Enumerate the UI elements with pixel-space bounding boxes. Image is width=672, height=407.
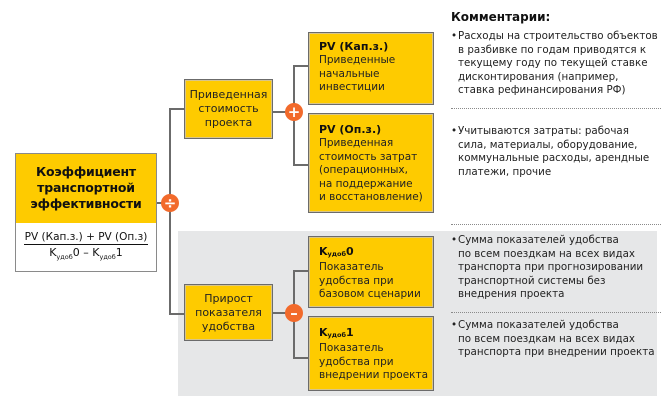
pv-project-line-3: проекта (204, 116, 253, 129)
coefficient-formula: PV (Кап.з.) + PV (Оп.з) Kудоб0 – Kудоб1 (16, 225, 156, 271)
pv-operating-box: PV (Оп.з.) Приведенная стоимость затрат … (308, 113, 434, 213)
divide-operator-icon: ÷ (161, 194, 179, 212)
comment-k-project-line-2: по всем поездкам на всех видах (458, 332, 635, 345)
k-baseline-line-2: удобства при (319, 274, 394, 287)
k-baseline-line-1: Показатель (319, 261, 384, 273)
connector-conv-fork-bottom (293, 357, 308, 359)
connector-conv-fork-top (293, 270, 308, 272)
comment-capital-line-1: Расходы на строительство объектов (458, 30, 658, 42)
comment-capital-line-2: в разбивке по годам приводятся к (458, 43, 647, 56)
connector-conv-to-fork (272, 312, 294, 314)
connector-pv-fork-top (293, 65, 308, 67)
pv-project-line-1: Приведенная (189, 88, 268, 101)
comment-k-baseline-line-5: внедрения проекта (458, 288, 565, 300)
minus-operator-icon: – (285, 304, 303, 322)
pv-capital-line-1: Приведенные (319, 54, 396, 66)
denominator-sub-right: удоб (99, 253, 116, 261)
formula-numerator: PV (Кап.з.) + PV (Оп.з) (23, 231, 149, 245)
k-project-line-1: Показатель (319, 342, 384, 354)
k-baseline-title: Kудоб0 (319, 245, 433, 261)
convenience-growth-line-1: Прирост (204, 291, 253, 305)
denominator-k-left: K (49, 246, 57, 259)
comment-k-baseline: • Сумма показателей удобства по всем пое… (451, 234, 666, 302)
coefficient-title-line-1: Коэффициент (36, 164, 136, 179)
comment-operating-line-1: Учитываются затраты: рабочая (458, 125, 629, 137)
k-project-line-3: внедрении проекта (319, 369, 429, 381)
pv-operating-line-3: (операционных, (319, 164, 408, 176)
comment-k-baseline-line-4: транспортной системы без (458, 274, 606, 287)
comment-divider-3 (451, 312, 661, 313)
comment-capital-line-3: текущему году по текущей ставке (458, 57, 648, 69)
bullet-icon: • (451, 125, 458, 137)
k-baseline-suffix: 0 (346, 245, 354, 258)
comment-divider-2 (451, 224, 661, 225)
bullet-icon: • (451, 30, 458, 42)
comments-heading: Комментарии: (451, 10, 551, 24)
convenience-growth-line-3: удобства (201, 319, 256, 333)
comment-capital-line-5: ставка рефинансирования РФ) (458, 84, 626, 96)
connector-pv-to-fork (272, 111, 294, 113)
comment-k-baseline-line-1: Сумма показателей удобства (458, 234, 619, 246)
k-project-title: Kудоб1 (319, 326, 433, 342)
k-baseline-sub: удоб (327, 250, 347, 258)
pv-project-line-2: стоимость (198, 102, 259, 115)
k-project-sub: удоб (327, 331, 347, 339)
comment-operating-line-3: коммунальные расходы, арендные (458, 152, 650, 164)
denominator-sub-left: удоб (56, 253, 73, 261)
comment-capital: • Расходы на строительство объектов в ра… (451, 30, 666, 98)
coefficient-title-line-3: эффективности (30, 196, 142, 211)
comment-k-baseline-line-2: по всем поездкам на всех видах (458, 247, 635, 260)
pv-capital-line-3: инвестиции (319, 81, 385, 93)
connector-trunk-to-pv (169, 108, 185, 110)
k-baseline-k: K (319, 245, 328, 258)
comment-k-project-line-1: Сумма показателей удобства (458, 319, 619, 331)
denominator-mid: 0 – K (72, 246, 100, 259)
convenience-growth-line-2: показателя (195, 305, 262, 319)
pv-capital-title: PV (Кап.з.) (319, 40, 389, 53)
pv-capital-box: PV (Кап.з.) Приведенные начальные инвест… (308, 32, 434, 105)
k-baseline-box: Kудоб0 Показатель удобства при базовом с… (308, 236, 434, 308)
pv-project-box: Приведенная стоимость проекта (184, 79, 273, 139)
comment-operating-line-4: платежи, прочие (458, 165, 552, 178)
comment-k-project-line-3: транспорта при внедрении проекта (458, 346, 655, 358)
k-baseline-line-3: базовом сценарии (319, 288, 421, 300)
k-project-box: Kудоб1 Показатель удобства при внедрении… (308, 316, 434, 391)
coefficient-title-line-2: транспортной (37, 180, 135, 195)
comment-k-baseline-line-3: транспорта при прогнозировании (458, 261, 644, 273)
plus-operator-icon: + (285, 103, 303, 121)
denominator-suffix-right: 1 (115, 246, 123, 259)
coefficient-box: Коэффициент транспортной эффективности P… (15, 153, 157, 272)
bullet-icon: • (451, 319, 458, 331)
comment-capital-line-4: дисконтирования (например, (458, 70, 619, 83)
connector-pv-fork-bottom (293, 164, 308, 166)
bullet-icon: • (451, 234, 458, 246)
comment-divider-1 (451, 108, 661, 109)
connector-trunk-to-convenience (169, 313, 185, 315)
pv-operating-line-4: на поддержание (319, 177, 413, 190)
comment-operating: • Учитываются затраты: рабочая сила, мат… (451, 125, 666, 179)
k-project-suffix: 1 (346, 326, 354, 339)
k-project-line-2: удобства при (319, 355, 394, 368)
convenience-growth-box: Прирост показателя удобства (184, 284, 273, 341)
pv-operating-line-5: и восстановление) (319, 191, 423, 203)
comment-operating-line-2: сила, материалы, оборудование, (458, 138, 638, 151)
pv-capital-line-2: начальные (319, 67, 380, 80)
coefficient-title-area: Коэффициент транспортной эффективности (16, 154, 156, 223)
k-project-k: K (319, 326, 328, 339)
pv-operating-title: PV (Оп.з.) (319, 123, 382, 136)
pv-operating-line-2: стоимость затрат (319, 150, 418, 163)
comment-k-project: • Сумма показателей удобства по всем пое… (451, 319, 666, 360)
formula-denominator: Kудоб0 – Kудоб1 (16, 246, 156, 264)
pv-operating-line-1: Приведенная (319, 137, 394, 149)
